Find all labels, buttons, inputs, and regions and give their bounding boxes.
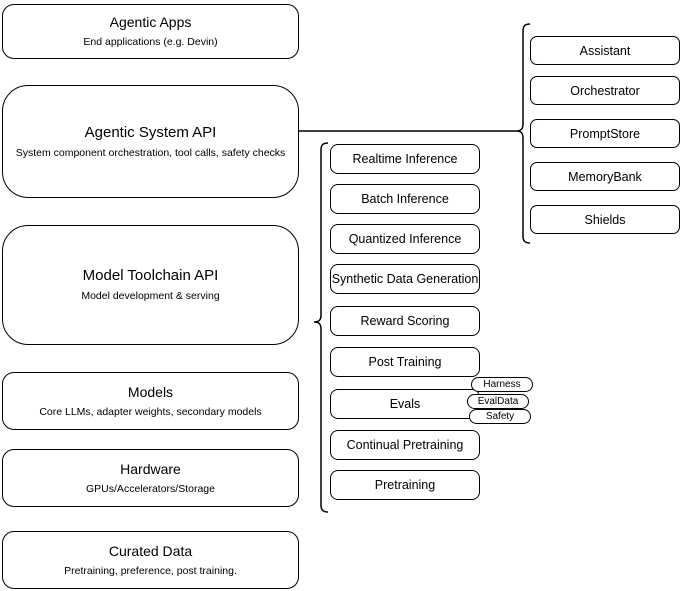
node-curated-data: Curated Data Pretraining, preference, po… — [2, 531, 299, 589]
node-hardware-title: Hardware — [120, 460, 181, 477]
tag-harness: Harness — [471, 377, 533, 392]
node-agentic-apps-subtitle: End applications (e.g. Devin) — [83, 36, 218, 49]
node-memorybank: MemoryBank — [530, 162, 680, 191]
node-post-training-label: Post Training — [368, 355, 442, 369]
node-batch-inference: Batch Inference — [330, 184, 480, 214]
node-evals: Evals — [330, 389, 480, 419]
node-assistant-label: Assistant — [579, 43, 631, 58]
tag-safety: Safety — [469, 409, 531, 424]
agentic-components-brace — [515, 23, 531, 244]
node-hardware-subtitle: GPUs/Accelerators/Storage — [86, 482, 215, 495]
toolchain-services-brace — [313, 142, 329, 513]
node-agentic-system-api-title: Agentic System API — [84, 123, 217, 141]
node-promptstore-label: PromptStore — [569, 126, 641, 141]
node-models-title: Models — [127, 383, 174, 400]
node-continual-pretraining-label: Continual Pretraining — [346, 438, 464, 452]
node-quantized-inference: Quantized Inference — [330, 224, 480, 254]
node-shields: Shields — [530, 205, 680, 234]
tag-evaldata-label: EvalData — [477, 396, 519, 407]
tag-harness-label: Harness — [483, 379, 521, 390]
node-realtime-inference: Realtime Inference — [330, 144, 480, 174]
node-quantized-inference-label: Quantized Inference — [348, 232, 462, 246]
node-orchestrator-label: Orchestrator — [570, 83, 640, 98]
node-agentic-system-api: Agentic System API System component orch… — [2, 85, 299, 198]
node-realtime-inference-label: Realtime Inference — [352, 152, 458, 166]
tag-safety-label: Safety — [485, 411, 515, 422]
node-models: Models Core LLMs, adapter weights, secon… — [2, 372, 299, 430]
node-agentic-apps: Agentic Apps End applications (e.g. Devi… — [2, 4, 299, 59]
node-synthetic-data-generation: Synthetic Data Generation — [330, 264, 480, 294]
node-agentic-system-api-subtitle: System component orchestration, tool cal… — [15, 146, 286, 159]
node-curated-data-title: Curated Data — [108, 542, 193, 559]
node-reward-scoring-label: Reward Scoring — [360, 314, 450, 328]
node-orchestrator: Orchestrator — [530, 76, 680, 105]
node-model-toolchain-api-title: Model Toolchain API — [82, 267, 219, 285]
node-batch-inference-label: Batch Inference — [361, 192, 449, 206]
node-assistant: Assistant — [530, 36, 680, 65]
node-agentic-apps-title: Agentic Apps — [109, 14, 192, 31]
node-pretraining-label: Pretraining — [374, 478, 436, 492]
node-shields-label: Shields — [584, 212, 626, 227]
node-reward-scoring: Reward Scoring — [330, 306, 480, 336]
node-post-training: Post Training — [330, 347, 480, 377]
tag-evaldata: EvalData — [467, 394, 529, 409]
node-model-toolchain-api: Model Toolchain API Model development & … — [2, 225, 299, 345]
node-synthetic-data-generation-label: Synthetic Data Generation — [331, 272, 479, 286]
node-pretraining: Pretraining — [330, 470, 480, 500]
node-curated-data-subtitle: Pretraining, preference, post training. — [64, 564, 237, 577]
node-hardware: Hardware GPUs/Accelerators/Storage — [2, 449, 299, 507]
node-memorybank-label: MemoryBank — [568, 169, 642, 184]
node-model-toolchain-api-subtitle: Model development & serving — [81, 290, 220, 303]
node-continual-pretraining: Continual Pretraining — [330, 430, 480, 460]
node-promptstore: PromptStore — [530, 119, 680, 148]
node-evals-label: Evals — [389, 397, 421, 411]
node-models-subtitle: Core LLMs, adapter weights, secondary mo… — [39, 405, 262, 418]
